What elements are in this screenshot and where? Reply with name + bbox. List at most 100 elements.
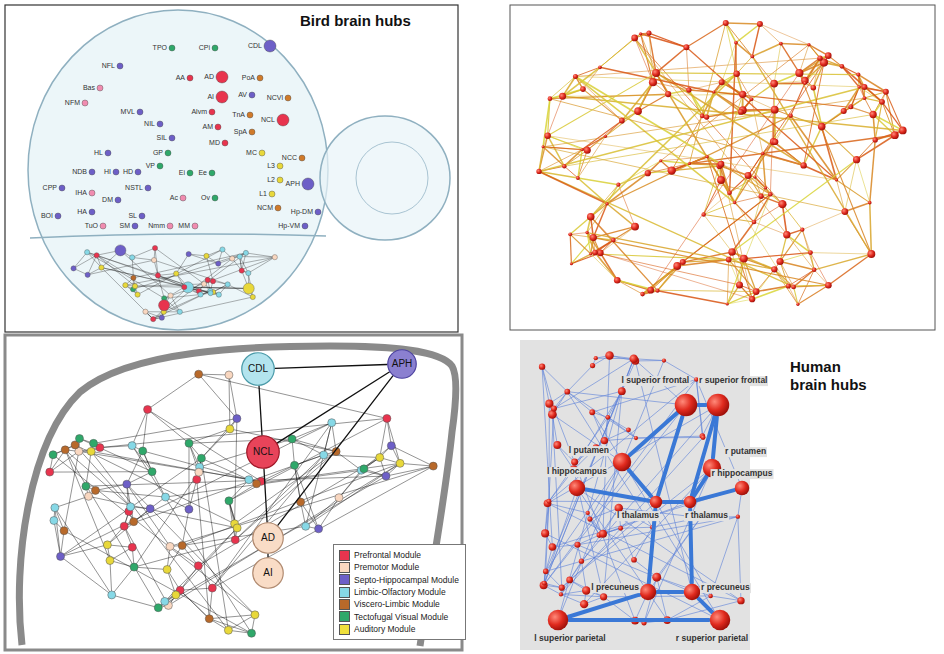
region-label: l superior parietal — [533, 634, 606, 644]
network-dot — [841, 208, 848, 215]
region-label: r superior parietal — [675, 634, 749, 644]
network-line — [97, 255, 134, 278]
network-dot — [335, 494, 343, 502]
network-line — [635, 38, 656, 73]
network-dot — [288, 435, 296, 443]
network-dot — [629, 354, 638, 363]
network-line — [600, 34, 641, 68]
network-dot — [360, 465, 368, 473]
node-circle — [569, 480, 586, 497]
region-abbreviation: AI — [207, 93, 214, 101]
network-line — [180, 590, 209, 618]
network-line — [229, 418, 387, 500]
network-line — [124, 526, 168, 605]
network-line — [65, 450, 158, 608]
network-line — [132, 257, 154, 260]
connector — [275, 365, 387, 369]
network-dot — [568, 232, 572, 236]
network-line — [651, 73, 800, 290]
network-line — [546, 391, 622, 571]
node-shape — [674, 393, 698, 417]
network-line — [802, 212, 845, 230]
network-line — [726, 23, 736, 43]
region-dot — [212, 195, 218, 201]
legend-swatch — [339, 574, 350, 585]
panel-ground — [520, 340, 750, 650]
network-dot — [883, 89, 889, 95]
network-dot — [544, 499, 552, 507]
network-dot — [759, 194, 764, 199]
network-line — [845, 203, 870, 212]
network-dot — [587, 213, 595, 221]
network-dot — [85, 250, 90, 255]
network-line — [542, 367, 552, 547]
network-dot — [130, 518, 138, 526]
network-dot — [225, 282, 230, 287]
region-abbreviation: NDB — [72, 168, 87, 176]
network-dot — [737, 597, 744, 604]
network-dot — [634, 107, 642, 115]
node-circle — [613, 453, 632, 472]
network-dot — [659, 159, 662, 162]
region-dot — [247, 112, 253, 118]
network-line — [726, 23, 760, 24]
region-dot — [215, 124, 221, 130]
network-line — [870, 203, 872, 254]
network-dot — [753, 288, 760, 295]
network-dot — [817, 55, 822, 60]
network-line — [134, 540, 235, 567]
region-label: r superior frontal — [698, 376, 768, 386]
network-dot — [542, 145, 545, 148]
region-dot — [165, 150, 171, 156]
region-dot — [302, 178, 314, 190]
network-line — [230, 429, 336, 452]
network-dot — [772, 139, 778, 145]
network-dot — [195, 468, 203, 476]
region-dot — [222, 140, 228, 146]
network-dot — [631, 223, 639, 231]
network-line — [686, 47, 688, 90]
network-dot — [198, 292, 203, 297]
network-dot — [778, 200, 786, 208]
region-abbreviation: TnA — [232, 111, 245, 119]
network-line — [182, 526, 305, 545]
network-dot — [302, 522, 310, 530]
region-abbreviation: SL — [128, 212, 137, 220]
network-line — [570, 508, 619, 580]
network-line — [727, 260, 728, 304]
network-line — [95, 490, 165, 497]
hub-sphere: l superior frontal — [674, 393, 698, 417]
network-dot — [177, 309, 182, 314]
legend-swatch — [339, 624, 350, 635]
hub-sphere: r superior parietal — [709, 609, 731, 631]
hub-node: AI — [252, 557, 284, 589]
panel-frame — [510, 5, 935, 330]
network-dot — [46, 468, 54, 476]
network-dot — [216, 292, 221, 297]
network — [536, 20, 906, 306]
network-line — [100, 418, 387, 447]
network-dot — [863, 96, 867, 100]
network-dot — [776, 258, 783, 265]
region-dot — [209, 109, 215, 115]
network-line — [600, 67, 714, 92]
network-line — [727, 194, 770, 304]
network-dot — [726, 257, 732, 263]
network-line — [760, 24, 809, 45]
network-dot — [128, 543, 136, 551]
network-line — [752, 56, 774, 83]
network-line — [809, 45, 828, 56]
network-dot — [723, 20, 729, 26]
network-line — [539, 136, 548, 172]
network-line — [820, 58, 842, 66]
region-dot — [135, 169, 141, 175]
network-dot — [130, 563, 138, 571]
network-line — [737, 56, 753, 73]
network-dot — [789, 114, 793, 118]
region-abbreviation: NCM — [257, 204, 273, 212]
network-dot — [701, 212, 705, 216]
network-dot — [752, 220, 757, 225]
network-line — [180, 590, 209, 618]
network-line — [89, 496, 238, 528]
network-line — [184, 287, 248, 288]
